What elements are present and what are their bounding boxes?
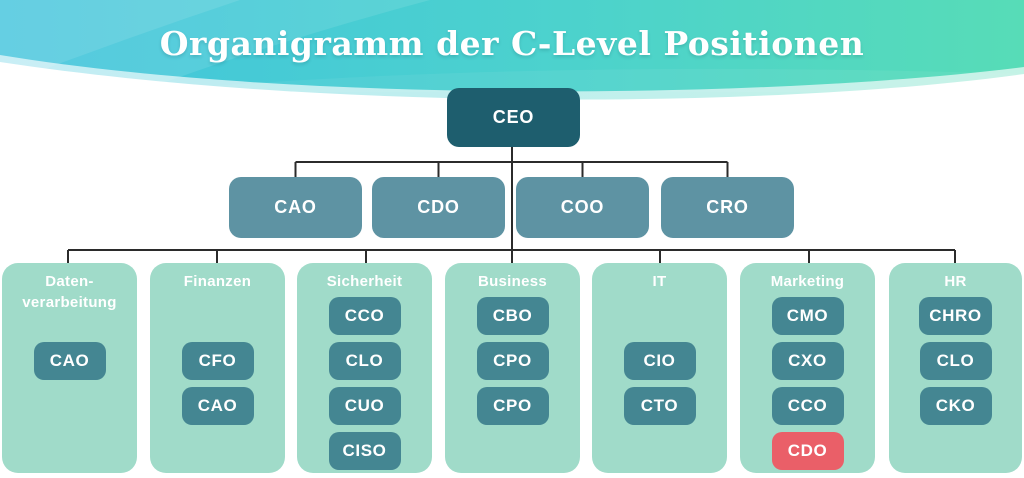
chip-cpo: CPO [476,342,549,380]
chip-cxo: CXO [771,342,844,380]
node-coo: COO [516,177,649,238]
panel-title: Business [477,273,548,290]
chip-list: CBO CPO CPO [445,297,580,425]
chip-list: CHRO CLO CKO [889,297,1022,425]
chip-cmo: CMO [771,297,844,335]
panel-it: IT CIO CTO [592,263,727,473]
page-title: Organigramm der C-Level Positionen [159,24,865,63]
panel-sicherheit: Sicherheit CCO CLO CUO CISO [297,263,432,473]
node-cao: CAO [229,177,362,238]
node-ceo: CEO [447,88,580,147]
panel-title: Finanzen [183,273,252,290]
chip-cbo: CBO [476,297,549,335]
chip-cio: CIO [623,342,696,380]
panel-title: HR [944,273,967,290]
chip-chro: CHRO [919,297,992,335]
panel-hr: HR CHRO CLO CKO [889,263,1022,473]
header-wave [0,0,1024,120]
panel-title: Sicherheit [326,273,403,290]
chip-cto: CTO [623,387,696,425]
panel-title: IT [652,273,667,290]
chip-clo: CLO [328,342,401,380]
panel-business: Business CBO CPO CPO [445,263,580,473]
chip-cco: CCO [328,297,401,335]
chip-list: CCO CLO CUO CISO [297,297,432,470]
chip-cfo: CFO [181,342,254,380]
panel-title: Daten- verarbeitung [22,273,117,311]
chip-cdo-highlighted: CDO [771,432,844,470]
chip-cpo: CPO [476,387,549,425]
chip-ciso: CISO [328,432,401,470]
node-cdo: CDO [372,177,505,238]
chip-list: CFO CAO [150,342,285,425]
panel-finanzen: Finanzen CFO CAO [150,263,285,473]
chip-cco: CCO [771,387,844,425]
panel-marketing: Marketing CMO CXO CCO CDO [740,263,875,473]
node-cro: CRO [661,177,794,238]
chip-cao: CAO [33,342,106,380]
chip-cko: CKO [919,387,992,425]
panel-datenverarbeitung: Daten- verarbeitung CAO [2,263,137,473]
chip-clo: CLO [919,342,992,380]
chip-cuo: CUO [328,387,401,425]
chip-cao: CAO [181,387,254,425]
chip-list: CAO [2,342,137,380]
chip-list: CMO CXO CCO CDO [740,297,875,470]
panel-title: Marketing [770,273,845,290]
chip-list: CIO CTO [592,342,727,425]
